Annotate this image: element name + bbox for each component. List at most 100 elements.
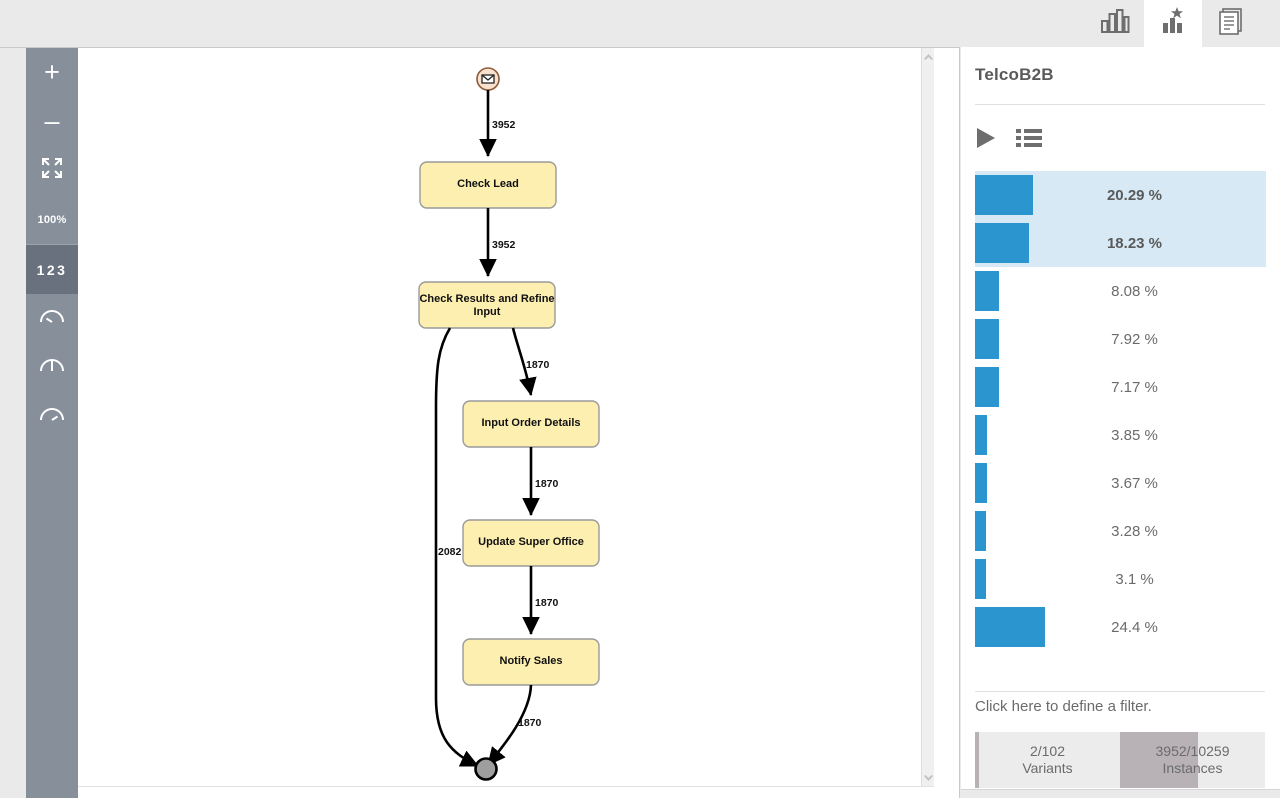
node-notify-sales[interactable]: Notify Sales <box>462 638 600 686</box>
variant-bar <box>975 559 986 599</box>
variant-bar <box>975 607 1045 647</box>
canvas-vertical-scrollbar[interactable] <box>921 48 934 786</box>
variant-row[interactable]: 3.1 % <box>975 555 1266 603</box>
edge-label: 3952 <box>492 119 516 131</box>
panel-controls <box>975 126 1042 155</box>
gauge-mid-icon <box>39 355 65 380</box>
variant-percentage-label: 3.85 % <box>1111 426 1158 444</box>
variants-panel: TelcoB2B <box>961 47 1280 798</box>
edge-checkresults-inputorder <box>511 327 537 397</box>
node-label: Check Results and Refine <box>419 293 554 305</box>
tab-overview-chart[interactable] <box>1086 0 1144 47</box>
tab-group <box>1086 0 1260 47</box>
zoom-out-button[interactable]: – <box>44 106 60 136</box>
variant-bar <box>975 223 1029 263</box>
process-canvas-frame: 3952 Check Lead 3952 Check Results and R… <box>0 47 960 798</box>
variant-row[interactable]: 3.85 % <box>975 411 1266 459</box>
toolbar-divider <box>26 244 78 245</box>
panel-bottom-strip <box>961 789 1280 798</box>
envelope-icon <box>481 74 495 84</box>
edge-label: 1870 <box>535 597 559 609</box>
define-filter-link[interactable]: Click here to define a filter. <box>975 698 1152 715</box>
node-label: Update Super Office <box>478 536 584 548</box>
filter-type-label: Variants <box>1022 760 1073 776</box>
edge-checkresults-end <box>434 327 479 768</box>
scroll-down-arrow-icon[interactable] <box>922 771 934 784</box>
variant-row[interactable]: 8.08 % <box>975 267 1266 315</box>
variant-row[interactable]: 20.29 % <box>975 171 1266 219</box>
show-numbers-button[interactable]: 123 <box>26 245 78 294</box>
edge-label: 1870 <box>526 359 550 371</box>
message-start-event[interactable] <box>476 67 500 91</box>
play-icon <box>975 126 997 155</box>
end-event[interactable] <box>474 757 498 781</box>
variant-percentage-label: 24.4 % <box>1111 618 1158 636</box>
node-update-super-office[interactable]: Update Super Office <box>462 519 600 567</box>
node-input-order-details[interactable]: Input Order Details <box>462 400 600 448</box>
panel-divider-bottom <box>975 691 1265 692</box>
top-tab-bar <box>0 0 1280 47</box>
gauge-low-button[interactable] <box>26 294 78 343</box>
filter-fill-bar <box>1120 732 1199 788</box>
gauge-low-icon <box>39 306 65 331</box>
process-canvas[interactable]: 3952 Check Lead 3952 Check Results and R… <box>26 48 934 798</box>
fit-screen-icon <box>41 157 63 184</box>
node-label-line2: Input <box>474 306 501 318</box>
variant-row[interactable]: 3.67 % <box>975 459 1266 507</box>
scroll-up-arrow-icon[interactable] <box>922 50 934 63</box>
process-diagram: 3952 Check Lead 3952 Check Results and R… <box>418 67 600 781</box>
variant-bar <box>975 415 987 455</box>
variant-percentage-label: 18.23 % <box>1106 234 1163 252</box>
node-check-results[interactable]: Check Results and Refine Input <box>418 281 556 329</box>
variant-percentage-label: 3.67 % <box>1111 474 1158 492</box>
variant-percentage-label: 3.28 % <box>1111 522 1158 540</box>
variant-bar <box>975 271 999 311</box>
node-label: Input Order Details <box>481 417 580 429</box>
edge-label: 1870 <box>518 717 542 729</box>
documents-icon <box>1216 6 1246 41</box>
tab-variants-chart[interactable] <box>1144 0 1202 47</box>
variant-percentage-label: 8.08 % <box>1111 282 1158 300</box>
variant-bar-list: 20.29 % 18.23 % 8.08 % 7.92 % 7.17 % 3.85 % 3.… <box>975 171 1266 651</box>
canvas-horizontal-scrollbar[interactable] <box>52 786 934 798</box>
filter-fill-bar <box>975 732 980 788</box>
filter-count-label: 2/102 <box>1029 743 1066 759</box>
fit-to-screen-button[interactable] <box>26 146 78 195</box>
zoom-toolbar: + – <box>26 48 78 798</box>
zoom-level-label[interactable]: 100% <box>37 213 67 226</box>
variant-row[interactable]: 7.17 % <box>975 363 1266 411</box>
panel-divider <box>975 104 1265 105</box>
gauge-high-button[interactable] <box>26 392 78 441</box>
variant-bar <box>975 367 999 407</box>
filter-type-label: Instances <box>1162 760 1223 776</box>
play-button[interactable] <box>975 126 997 155</box>
variant-row[interactable]: 24.4 % <box>975 603 1266 651</box>
variant-bar <box>975 511 986 551</box>
list-icon <box>1016 127 1042 154</box>
bar-chart-outline-icon <box>1100 8 1130 39</box>
variant-row[interactable]: 18.23 % <box>975 219 1266 267</box>
zoom-in-button[interactable]: + <box>44 57 60 87</box>
edge-label: 3952 <box>492 239 516 251</box>
variant-percentage-label: 7.92 % <box>1111 330 1158 348</box>
variant-percentage-label: 7.17 % <box>1111 378 1158 396</box>
variant-row[interactable]: 3.28 % <box>975 507 1266 555</box>
gauge-high-icon <box>39 404 65 429</box>
filter-count-label: 3952/10259 <box>1155 743 1230 759</box>
tab-documents[interactable] <box>1202 0 1260 47</box>
variant-percentage-label: 20.29 % <box>1106 186 1163 204</box>
variant-bar <box>975 175 1033 215</box>
gauge-mid-button[interactable] <box>26 343 78 392</box>
bar-chart-star-icon <box>1158 6 1188 41</box>
edge-notifysales-end <box>486 684 533 766</box>
edge-label: 2082 <box>438 546 462 558</box>
list-view-button[interactable] <box>1016 127 1042 154</box>
variant-row[interactable]: 7.92 % <box>975 315 1266 363</box>
node-label: Check Lead <box>457 178 519 190</box>
variant-percentage-label: 3.1 % <box>1115 570 1154 588</box>
node-check-lead[interactable]: Check Lead <box>419 161 557 209</box>
